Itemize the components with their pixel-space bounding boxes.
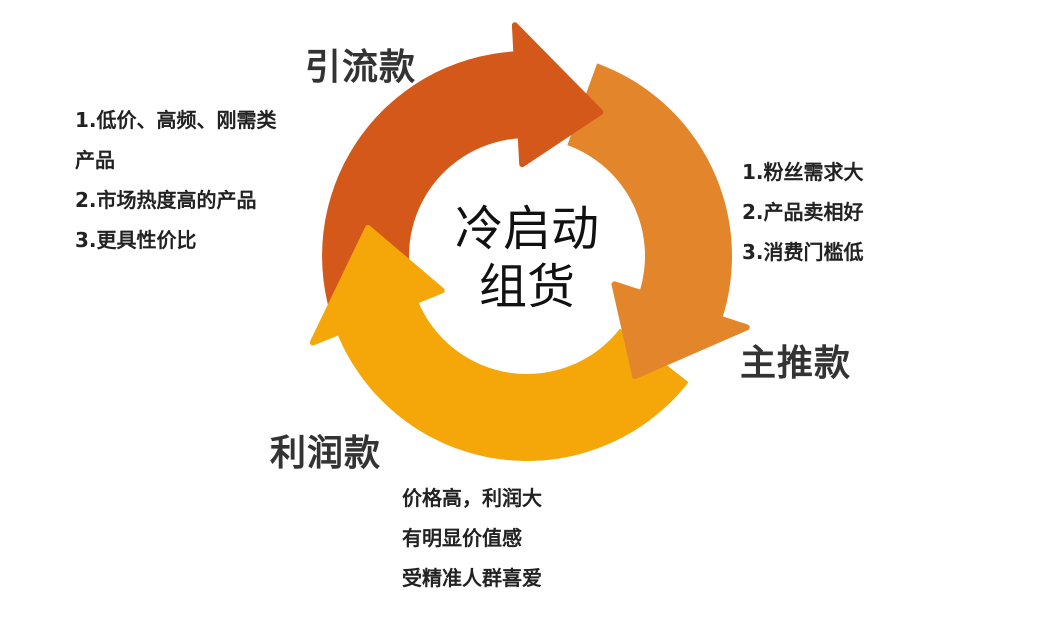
arrow-profit-body: [336, 300, 689, 461]
list-item: 2.产品卖相好: [742, 200, 864, 224]
list-item: 有明显价值感: [402, 526, 522, 550]
segment-title-main: 主推款: [740, 343, 852, 384]
segment-list-main: 1.粉丝需求大 2.产品卖相好 3.消费门槛低: [742, 152, 864, 272]
center-line-2: 组货: [478, 259, 575, 315]
segment-title-profit: 利润款: [270, 433, 382, 474]
segment-list-traffic: 1.低价、高频、刚需类 产品 2.市场热度高的产品 3.更具性价比: [75, 100, 277, 260]
segment-title-traffic: 引流款: [305, 47, 417, 88]
list-item: 3.更具性价比: [75, 228, 197, 252]
center-label: 冷启动 组货: [427, 200, 627, 316]
list-item: 受精准人群喜爱: [402, 566, 542, 590]
list-item: 价格高，利润大: [402, 486, 542, 510]
arrow-main-head: [611, 281, 750, 379]
arrow-traffic-head: [511, 22, 604, 168]
list-item: 3.消费门槛低: [742, 240, 864, 264]
arrow-profit-head: [309, 225, 445, 346]
list-item: 2.市场热度高的产品: [75, 188, 257, 212]
list-item: 1.低价、高频、刚需类: [75, 108, 277, 132]
list-item: 产品: [75, 148, 115, 172]
list-item: 1.粉丝需求大: [742, 160, 864, 184]
arrow-main-body: [567, 63, 733, 320]
segment-list-profit: 价格高，利润大 有明显价值感 受精准人群喜爱: [402, 478, 542, 598]
center-line-1: 冷启动: [454, 201, 599, 257]
